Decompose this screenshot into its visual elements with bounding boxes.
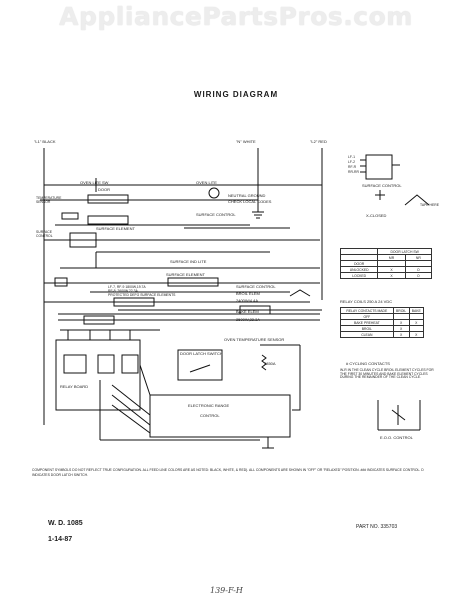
temperature-sensor-label: TEMPERATURE SENSOR <box>36 196 62 204</box>
watermark: AppliancePartsPros.com <box>59 2 413 31</box>
side-term-4: RR-RR <box>348 170 359 174</box>
door-latch-table: DOOR LATCH SW MR NR DOOR UNLOCKED X O LO… <box>339 248 433 279</box>
lf-line-label: LF-7, RF-9 1800W,19.7A <box>108 285 146 289</box>
diagram-title: WIRING DIAGRAM <box>193 90 279 99</box>
broil-elem-label: BROIL ELEM <box>236 291 260 296</box>
wd-date: 1-14-87 <box>48 536 73 543</box>
surface-control-mid-label: SURFACE CONTROL <box>236 284 276 289</box>
relay-cell: X <box>392 331 410 338</box>
neutral-ground-label: NEUTRAL GROUND <box>228 193 266 198</box>
surface-control-side-label: SURFACE CONTROL <box>362 183 402 188</box>
surface-control-left-label: SURFACE CONTROL <box>36 230 53 238</box>
relay-table: RELAY CONTACTS MADE BROIL BAKE OFF BAKE … <box>340 307 425 338</box>
relay-board-label: RELAY BOARD <box>60 384 89 389</box>
surface-element-top-label: SURFACE ELEMENT <box>96 226 135 231</box>
oven-lite-sw-label: OVEN LITE SW <box>80 180 109 185</box>
relay-cell: X <box>408 331 425 338</box>
bake-elem-label: BAKE ELEM <box>236 309 259 314</box>
tape-here-label: TAPE HERE <box>420 203 439 207</box>
relay-cell: CLEAN <box>340 331 394 338</box>
side-term-3: RF-R <box>348 165 357 169</box>
surface-control-top-label: SURFACE CONTROL <box>196 212 236 217</box>
n-label: "N" WHITE <box>236 139 256 144</box>
protect-line-label: PROTECTED DEFG SURFACE ELEMENTS <box>108 293 176 297</box>
part-number: PART NO. 335703 <box>356 524 398 530</box>
watt-2-label: 2500W,22.3A <box>236 317 261 322</box>
ohm-value-label: 2850A <box>264 361 276 366</box>
door-table-cell: O <box>404 272 433 279</box>
control-label: CONTROL <box>200 413 220 418</box>
rr-line-label: RF-8: 2600W,22.3A <box>108 289 138 293</box>
l1-label: "L1" BLACK <box>34 139 56 144</box>
check-local-codes-label: CHECK LOCAL CODES <box>228 199 272 204</box>
side-term-2: LF-2 <box>348 160 355 164</box>
surface-ind-lite-label: SURFACE IND LITE <box>170 259 207 264</box>
cycle-note: # CYCLING CONTACTS <box>346 361 390 366</box>
oven-lite-label: OVEN LITE <box>196 180 217 185</box>
door-table-cell: X <box>377 272 406 279</box>
door-table-cell: LOCKED <box>339 272 379 279</box>
watt-1-label: 2400W/4.4A <box>236 298 259 303</box>
door-latch-switch-label: DOOR LATCH SWITCH <box>180 351 223 356</box>
electronic-range-label: ELECTRONIC RANGE <box>188 403 230 408</box>
clean-cycle-note: W-R IN THE CLEAN CYCLE BROIL ELEMENT CYC… <box>340 368 434 380</box>
component-note: COMPONENT SYMBOLS DO NOT REFLECT TRUE CO… <box>32 468 424 477</box>
oven-temp-sensor-label: OVEN TEMPERATURE SENSOR <box>224 337 285 342</box>
l2-label: "L2" RED <box>310 139 327 144</box>
eoo-control-label: E.O.O. CONTROL <box>380 435 413 440</box>
x-closed-label: X-CLOSED <box>366 213 387 218</box>
side-term-1: LF-1 <box>348 155 355 159</box>
door-label: DOOR <box>98 187 110 192</box>
surface-element-mid-label: SURFACE ELEMENT <box>166 272 205 277</box>
relay-table-title: RELAY COILS 250 A 24 VDC <box>340 299 393 304</box>
wd-number: W. D. 1085 <box>48 520 83 527</box>
handwritten-note: 139-F-H <box>210 586 243 595</box>
